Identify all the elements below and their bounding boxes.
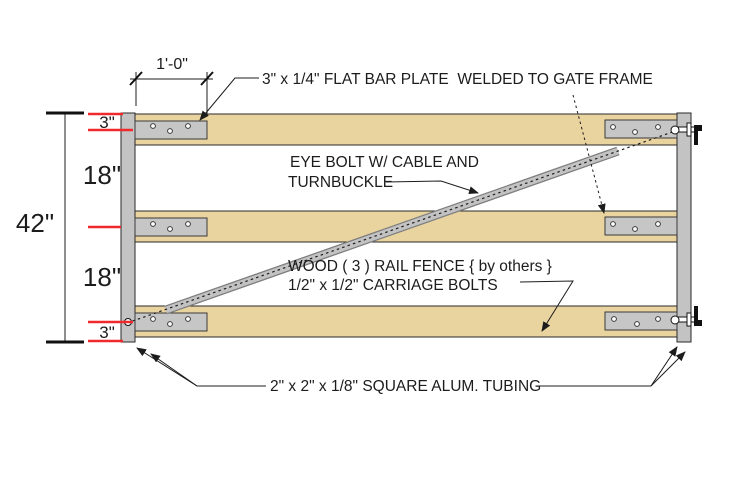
flat-bar-plate-top-right: [604, 119, 678, 139]
eye-bolt-eye-top: [670, 125, 680, 135]
plate-length-dimension: 1'-0": [129, 56, 214, 114]
annotation-wood-rail: WOOD ( 3 ) RAIL FENCE { by others } 1/2"…: [288, 258, 574, 332]
eye-bolt-label-line2: TURNBUCKLE: [288, 174, 393, 191]
tubing-leader-left-arrow2: [150, 353, 198, 387]
dim-label-18-upper: 18": [83, 160, 121, 190]
carriage-bolts: [150, 123, 661, 327]
dim-label-18-lower: 18": [83, 262, 121, 292]
eye-bolt-washer-top: [686, 122, 692, 137]
annotation-flat-bar-plate: 3" x 1/4" FLAT BAR PLATE WELDED TO GATE …: [199, 71, 653, 214]
tubing-leader-right-arrow1: [650, 346, 678, 387]
annotation-square-tubing: 2" x 2" x 1/8" SQUARE ALUM. TUBING: [136, 346, 686, 395]
turnbuckle-handle-top: [694, 125, 702, 145]
wood-rail-label-line1: WOOD ( 3 ) RAIL FENCE { by others }: [288, 258, 552, 275]
square-tubing-label: 2" x 2" x 1/8" SQUARE ALUM. TUBING: [270, 378, 541, 395]
dimension-tick-left: [129, 71, 143, 86]
dimension-tick-right: [200, 71, 214, 86]
eye-bolt-washer-bottom: [686, 312, 692, 327]
eye-bolt-eye-bottom: [670, 315, 680, 325]
wood-rail-label-line2: 1/2" x 1/2" CARRIAGE BOLTS: [288, 277, 498, 294]
vertical-dimension-assembly: 42" 3" 18" 18" 3": [16, 111, 133, 344]
cable-centerline: [126, 128, 682, 324]
wood-rail-leader: [519, 280, 574, 332]
flat-bar-plate-middle-right: [604, 216, 678, 236]
eye-bolt-top-right: [670, 122, 702, 145]
flat-bar-leader-left: [199, 77, 259, 121]
wood-rail-top: [134, 113, 678, 146]
square-tube-left: [120, 112, 136, 343]
wood-rail-bottom: [134, 305, 678, 338]
eye-bolt-leader: [385, 180, 479, 195]
flat-bar-leader-dotted: [572, 94, 606, 214]
dim-label-3-top: 3": [99, 113, 115, 132]
tubing-leader-left-arrow1: [136, 347, 198, 387]
square-tube-right: [676, 112, 692, 343]
eye-bolt-label-line1: EYE BOLT W/ CABLE AND: [290, 154, 479, 171]
tubing-leader-right-arrow2: [650, 351, 686, 387]
dim-label-plate-length: 1'-0": [156, 56, 188, 73]
annotation-eye-bolt: EYE BOLT W/ CABLE AND TURNBUCKLE: [288, 154, 479, 195]
gate-frame: [120, 112, 692, 343]
flat-bar-plate-label: 3" x 1/4" FLAT BAR PLATE WELDED TO GATE …: [262, 71, 653, 88]
eye-bolt-bottom-right: [670, 306, 702, 327]
turnbuckle-handle-bottom: [694, 306, 702, 326]
dim-label-42: 42": [16, 208, 54, 238]
dim-label-3-bottom: 3": [99, 323, 115, 342]
